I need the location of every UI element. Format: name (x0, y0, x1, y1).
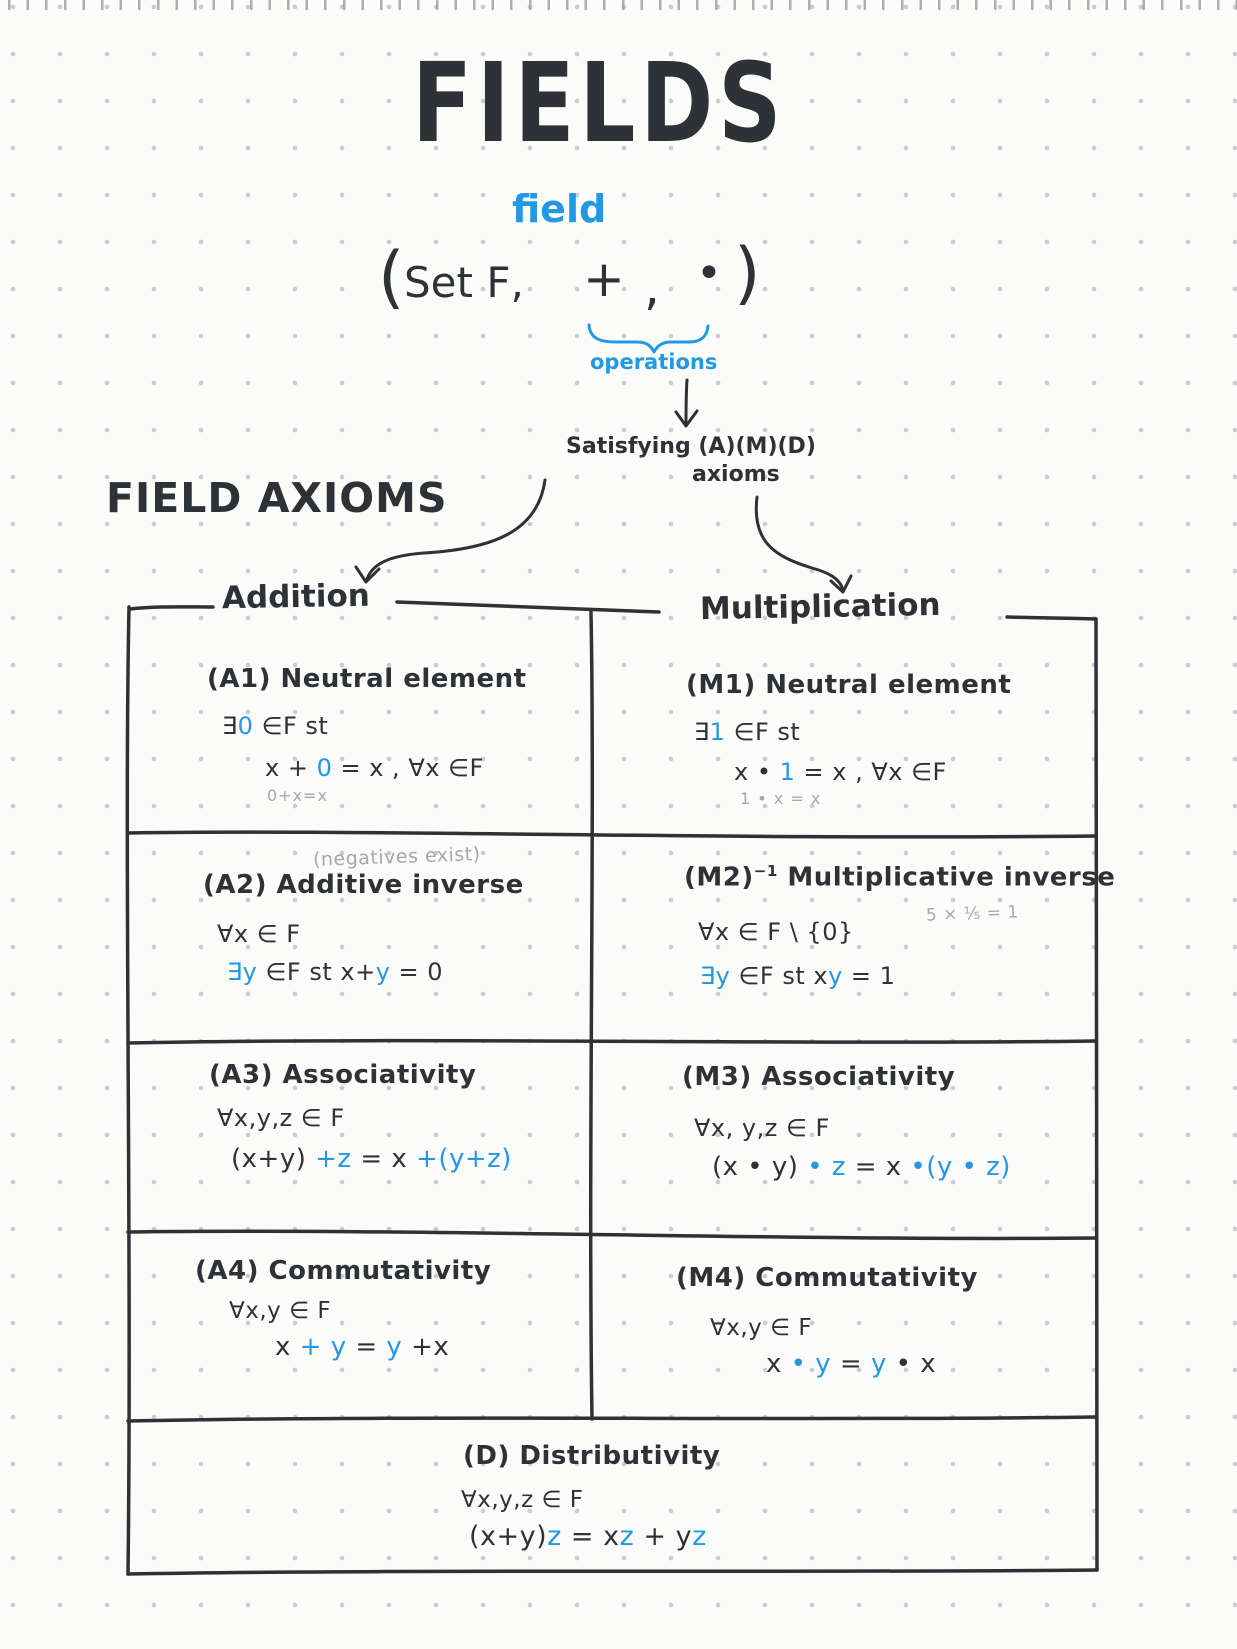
axiom-a3-title: (A3) Associativity (209, 1060, 477, 1090)
tuple-paren-close: ) (734, 234, 761, 313)
axiom-a1-annotation: 0+x=x (267, 786, 328, 805)
axiom-m2-note: 5 × ⅕ = 1 (925, 902, 1020, 926)
axiom-m3-cell: (M3) Associativity ∀x, y,z ∈ F (x • y) •… (590, 1042, 1097, 1232)
axiom-m4-cell: (M4) Commutativity ∀x,y ∈ F x • y = y • … (590, 1237, 1097, 1417)
axiom-a3-line1: ∀x,y,z ∈ F (217, 1104, 345, 1132)
operations-label: operations (590, 350, 718, 374)
axiom-a4-title: (A4) Commutativity (195, 1256, 492, 1286)
axiom-m1-annotation: 1 • x = x (740, 789, 822, 808)
satisfying-note: Satisfying (A)(M)(D) (566, 434, 816, 459)
tuple-comma: , (644, 258, 660, 316)
torn-edge (0, 0, 1237, 10)
arrow-down-icon (674, 378, 699, 428)
axiom-m1-line2: x • 1 = x , ∀x ∈F (734, 758, 947, 786)
axiom-a2-note: (negatives exist) (312, 843, 481, 871)
axiom-m4-line2: x • y = y • x (766, 1349, 937, 1379)
arrow-to-multiplication-icon (754, 495, 853, 594)
axiom-a4-cell: (A4) Commutativity ∀x,y ∈ F x + y = y +x (127, 1232, 590, 1420)
axiom-a2-title: (A2) Additive inverse (203, 870, 524, 900)
axiom-m3-line1: ∀x, y,z ∈ F (694, 1114, 830, 1142)
axiom-m1-line1: ∃1 ∈F st (694, 718, 801, 746)
axiom-d-line2: (x+y)z = xz + yz (469, 1521, 707, 1552)
underbrace-icon (587, 323, 710, 354)
axiom-a3-line2: (x+y) +z = x +(y+z) (231, 1144, 512, 1174)
axiom-d-title: (D) Distributivity (463, 1441, 721, 1471)
axiom-a3-cell: (A3) Associativity ∀x,y,z ∈ F (x+y) +z =… (127, 1042, 590, 1232)
satisfying-note-axioms: axioms (692, 462, 780, 487)
axiom-a1-cell: (A1) Neutral element ∃0 ∈F st x + 0 = x … (127, 608, 590, 834)
axiom-m2-line2: ∃y ∈F st xy = 1 (700, 962, 896, 990)
tuple-paren-open: ( (378, 238, 405, 317)
axiom-m4-line1: ∀x,y ∈ F (710, 1315, 813, 1341)
section-heading: FIELD AXIOMS (106, 474, 448, 522)
page-title: FIELDS (412, 39, 787, 167)
axiom-m2-line1: ∀x ∈ F \ {0} (698, 918, 854, 946)
tuple-set-label: Set F, (404, 258, 524, 307)
axiom-d-cell: (D) Distributivity ∀x,y,z ∈ F (x+y)z = x… (127, 1419, 1097, 1572)
axiom-m2-title: (M2)−1 Multiplicative inverse (684, 862, 1116, 893)
axiom-m2-cell: (M2)−1 Multiplicative inverse 5 × ⅕ = 1 … (590, 838, 1115, 1042)
axiom-m3-title: (M3) Associativity (682, 1062, 956, 1092)
axiom-a2-line1: ∀x ∈ F (217, 920, 301, 948)
axiom-a1-line2: x + 0 = x , ∀x ∈F (265, 754, 484, 782)
tuple-dot-operator: • (696, 248, 722, 299)
tuple-plus-operator: + (583, 250, 625, 308)
axiom-m4-title: (M4) Commutativity (676, 1263, 978, 1293)
axiom-a2-line2: ∃y ∈F st x+y = 0 (227, 958, 444, 986)
axiom-m1-cell: (M1) Neutral element ∃1 ∈F st x • 1 = x … (590, 612, 1097, 834)
axiom-m1-title: (M1) Neutral element (686, 670, 1012, 700)
axiom-d-line1: ∀x,y,z ∈ F (461, 1487, 584, 1513)
axiom-m3-line2: (x • y) • z = x •(y • z) (712, 1152, 1011, 1182)
axiom-a1-line1: ∃0 ∈F st (222, 712, 329, 740)
axiom-a4-line2: x + y = y +x (275, 1332, 450, 1362)
axiom-a1-title: (A1) Neutral element (207, 664, 527, 694)
axiom-a2-cell: (negatives exist) (A2) Additive inverse … (127, 834, 590, 1042)
field-term: field (512, 187, 607, 231)
axiom-a4-line1: ∀x,y ∈ F (229, 1298, 332, 1324)
